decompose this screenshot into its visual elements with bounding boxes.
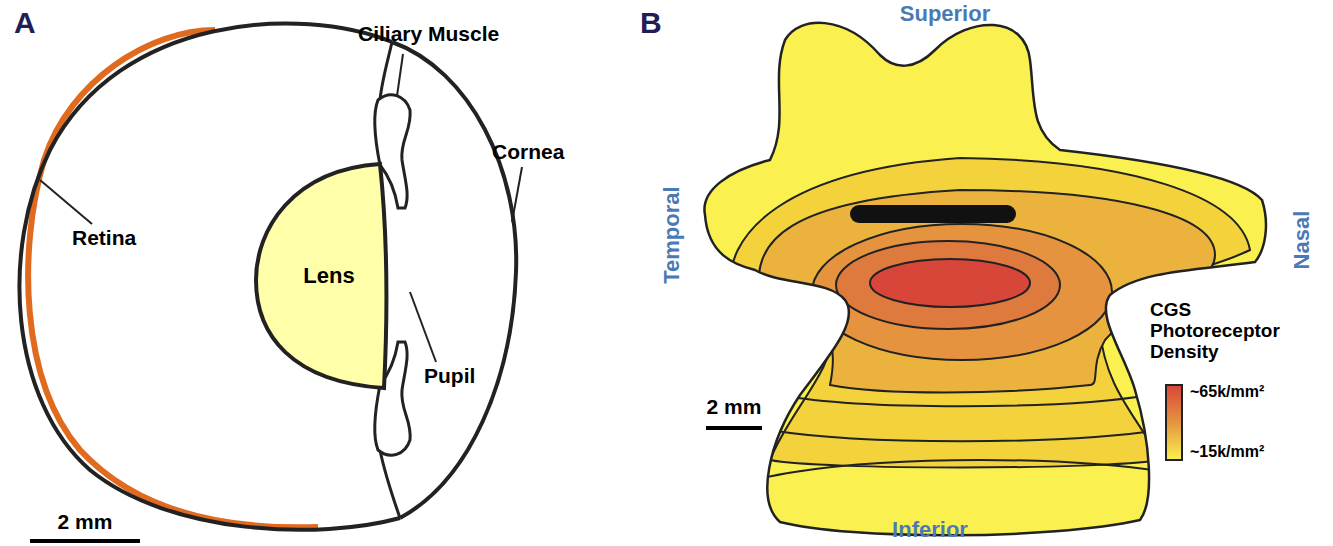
panel-letter: A [14,6,36,39]
lens-shape: Lens [252,160,392,392]
sclera [19,23,400,529]
legend-value: ~15k/mm² [1190,443,1264,461]
retina-density-map [690,0,1290,546]
legend-value: ~65k/mm² [1190,383,1264,401]
orientation-label: Nasal [1290,211,1314,270]
leader-line [410,292,436,362]
panel-letter: B [640,6,662,39]
part-label: Pupil [424,364,475,387]
orientation-label: Temporal [660,186,684,283]
scale-label: 2 mm [707,395,762,418]
orientation-label: Inferior [892,518,968,542]
color-bar [1166,385,1182,460]
scale-bar [706,426,762,430]
node-label: Lens [303,263,354,289]
leader-line [40,180,92,224]
part-label: Retina [72,226,136,249]
scale-label: 2 mm [58,510,113,533]
eye-cross-section [19,23,522,541]
part-label: Ciliary Muscle [358,22,499,45]
orientation-label: Superior [900,2,990,26]
leader-line [512,167,522,222]
scale-bar [30,539,140,543]
part-label: Cornea [492,140,564,163]
lens-outline [256,164,387,388]
legend-title: CGS Photoreceptor Density [1150,300,1325,363]
retina-outline [704,23,1266,535]
leader-line [397,54,403,96]
